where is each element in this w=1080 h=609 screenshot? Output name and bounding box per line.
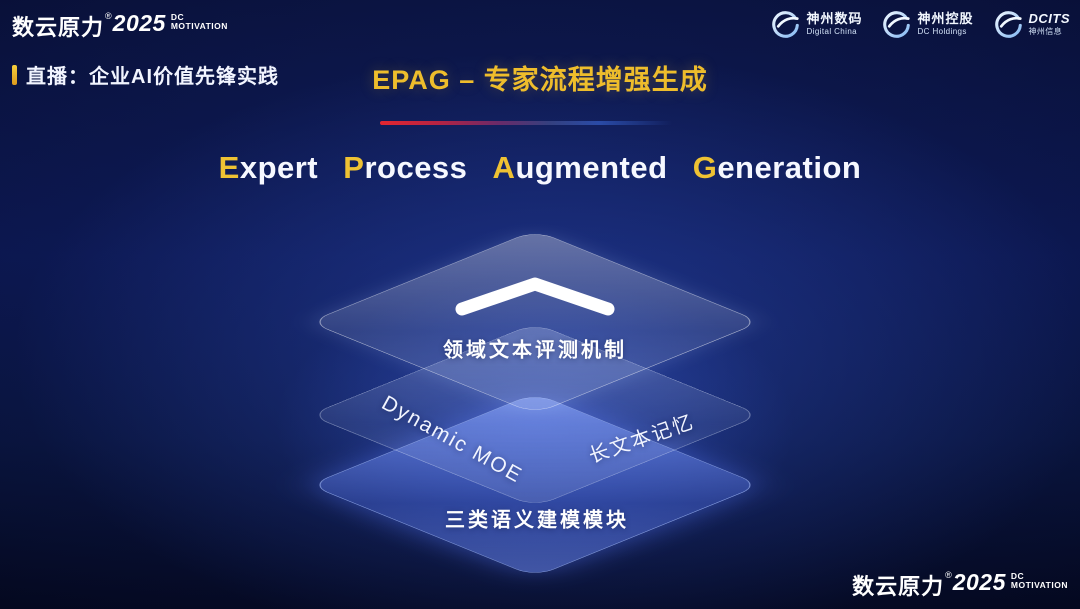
partner-digital-china: 神州数码 Digital China	[771, 10, 862, 39]
brand-sub-motivation: MOTIVATION	[1010, 579, 1068, 590]
partner-name-cn: 神州信息	[1028, 27, 1063, 37]
digital-china-swoosh-icon	[772, 11, 800, 38]
hero-rest-process: rocess	[364, 150, 468, 185]
partner-name-cn: 神州数码	[806, 11, 863, 27]
brand-sub-motivation: MOTIVATION	[170, 20, 228, 31]
hero-cap-a: A	[492, 150, 516, 185]
brand-name: 数云原力	[852, 574, 945, 599]
partner-name-en: Digital China	[806, 27, 858, 37]
hero-rest-expert: xpert	[239, 150, 319, 185]
label-semantic-modeling: 三类语义建模模块	[445, 509, 629, 532]
partner-dc-holdings: 神州控股 DC Holdings	[882, 10, 973, 39]
brand-year: 2025	[952, 569, 1006, 595]
partner-dcits: DCITS 神州信息	[994, 10, 1071, 39]
partner-text: 神州数码 Digital China	[806, 11, 863, 37]
hero-title: Expert Process Augmented Generation	[0, 150, 1080, 186]
brand-sub-dc: DC	[170, 12, 185, 22]
partner-name-cn: 神州控股	[917, 11, 974, 27]
partner-name-en: DC Holdings	[917, 27, 967, 37]
partner-text: DCITS 神州信息	[1028, 11, 1071, 37]
brand-registered-mark: ®	[945, 570, 952, 580]
brand-sub-dc: DC	[1010, 571, 1025, 581]
brand-logo-bottom: 数云原力®2025 DC MOTIVATION	[852, 569, 1068, 601]
brand-year: 2025	[112, 10, 166, 36]
hero-rest-augmented: ugmented	[515, 150, 668, 185]
partner-text: 神州控股 DC Holdings	[917, 11, 974, 37]
hero-word-process: Process	[343, 150, 467, 185]
gradient-divider	[380, 121, 672, 125]
live-accent-bar	[12, 64, 17, 85]
partner-logos: 神州数码 Digital China 神州控股 DC Holdings DCIT…	[771, 10, 1070, 39]
brand-subtitle: DC MOTIVATION	[1011, 572, 1068, 590]
brand-logo-top: 数云原力®2025 DC MOTIVATION	[12, 10, 228, 42]
dcits-swoosh-icon	[994, 11, 1022, 38]
label-domain-evaluation: 领域文本评测机制	[443, 339, 627, 362]
live-label-row: 直播：企业AI价值先锋实践	[12, 60, 279, 89]
hero-rest-generation: eneration	[717, 150, 862, 185]
hero-cap-p: P	[343, 150, 365, 185]
dc-holdings-swoosh-icon	[883, 11, 911, 38]
hero-cap-e: E	[218, 150, 240, 185]
brand-registered-mark: ®	[105, 11, 112, 21]
brand-subtitle: DC MOTIVATION	[171, 13, 228, 31]
chevron-up-icon	[455, 277, 615, 316]
partner-name-en: DCITS	[1028, 11, 1070, 27]
brand-name: 数云原力	[12, 15, 105, 40]
live-label: 直播：企业AI价值先锋实践	[26, 66, 279, 88]
hero-word-expert: Expert	[219, 150, 319, 185]
hero-word-generation: Generation	[693, 150, 862, 185]
hero-word-augmented: Augmented	[493, 150, 668, 185]
hero-cap-g: G	[692, 150, 718, 185]
page-title: EPAG – 专家流程增强生成	[372, 65, 708, 95]
